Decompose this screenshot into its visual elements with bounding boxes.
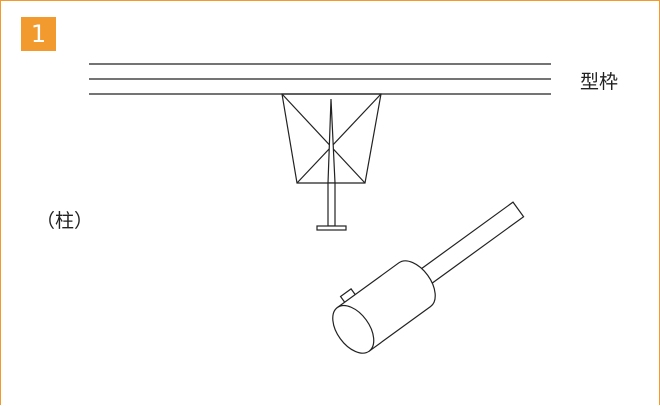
batten-diagonal-2: [296, 93, 382, 184]
formwork-label: 型枠: [580, 71, 619, 93]
batten-diagonal-1: [281, 93, 366, 184]
formwork-lines: [89, 63, 551, 95]
nail-icon: [316, 98, 347, 231]
step-number-badge: 1: [21, 17, 56, 51]
hammer-icon: [332, 201, 525, 354]
nail-tip: [327, 98, 336, 184]
column-label: （柱）: [36, 210, 94, 232]
hammer-striking-face: [332, 304, 375, 354]
nail-head: [316, 225, 347, 231]
nail-shank: [327, 182, 336, 227]
batten-block: [281, 93, 382, 184]
